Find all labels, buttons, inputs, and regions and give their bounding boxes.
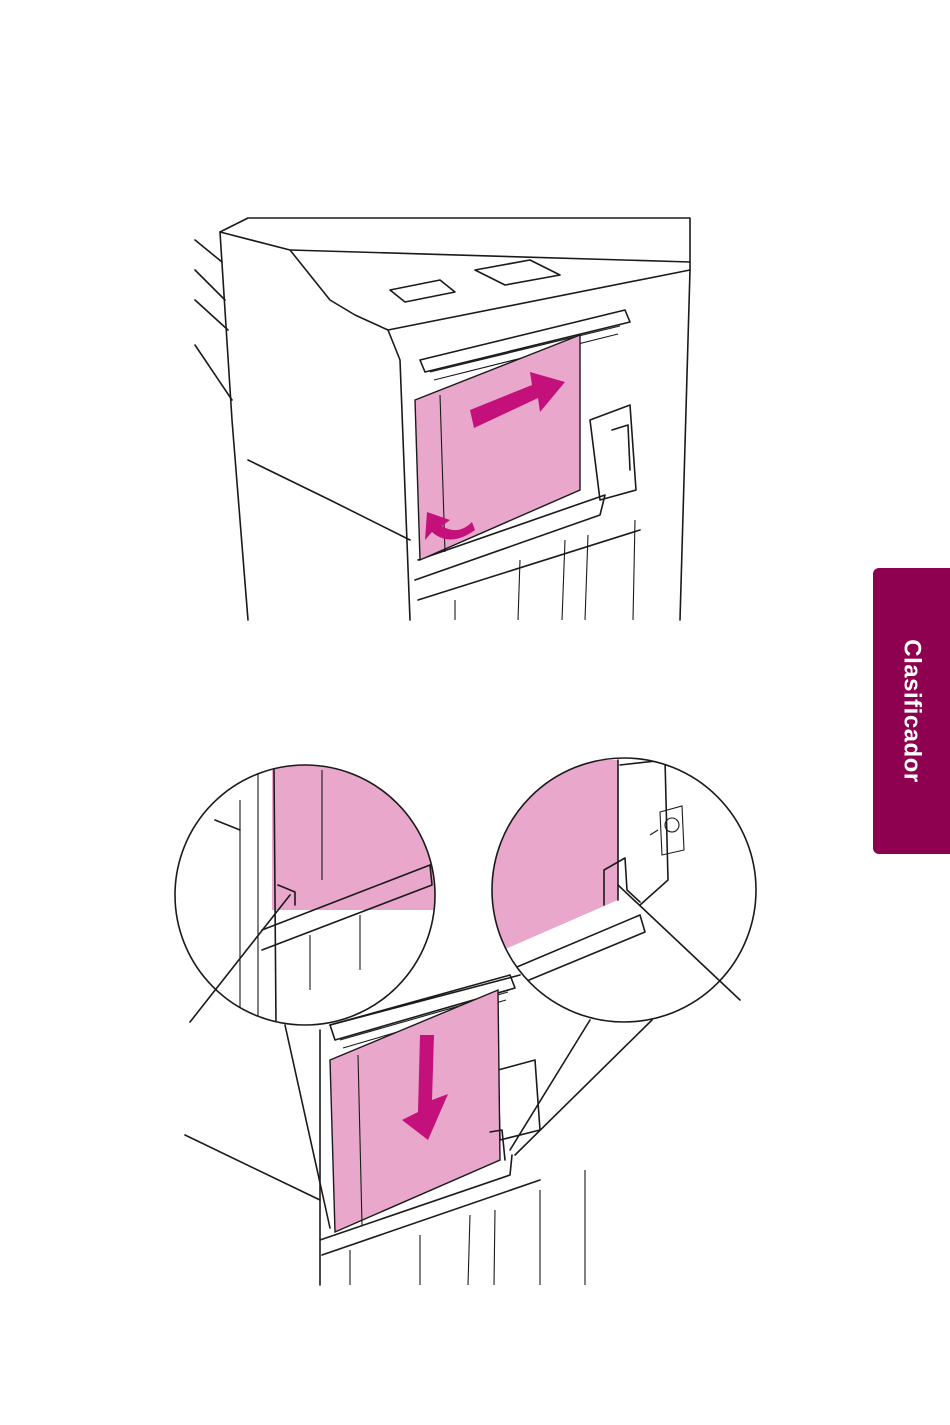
magnified-detail-left: [175, 760, 452, 1025]
callout-right: [618, 885, 740, 1000]
section-tab-label: Clasificador: [898, 639, 926, 782]
section-tab: Clasificador: [873, 568, 950, 854]
magnified-detail-right: [480, 758, 756, 1022]
